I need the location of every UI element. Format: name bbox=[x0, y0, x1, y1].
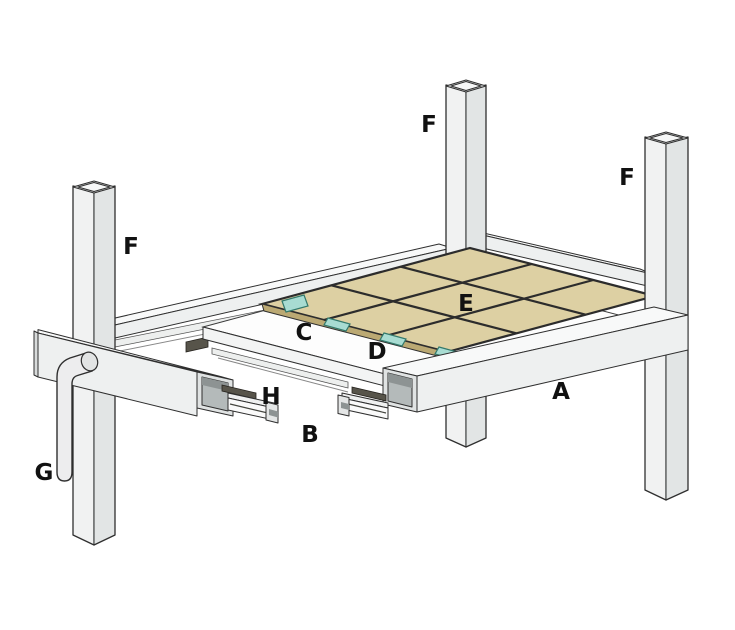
part-label-c: C bbox=[296, 320, 313, 346]
part-label-a: A bbox=[552, 379, 570, 405]
part-label-f-left: F bbox=[123, 234, 139, 260]
part-label-d: D bbox=[367, 339, 386, 365]
hanging-bar bbox=[56, 351, 99, 482]
slide-track-right bbox=[211, 347, 349, 393]
front-rail bbox=[382, 306, 689, 413]
slide-pad bbox=[351, 386, 387, 402]
part-labels: A B C D E F F F G H bbox=[35, 112, 635, 486]
part-label-e: E bbox=[458, 291, 474, 317]
part-label-g: G bbox=[35, 460, 54, 486]
slide-channel-right bbox=[337, 386, 389, 420]
slide-pad bbox=[185, 336, 209, 353]
tile-clip bbox=[379, 332, 407, 347]
tile-grout-line bbox=[331, 284, 517, 335]
part-label-f-rear: F bbox=[421, 112, 437, 138]
front-left-arm bbox=[33, 329, 234, 417]
part-label-f-right: F bbox=[619, 165, 635, 191]
tile-grout-line bbox=[400, 265, 586, 316]
tile-grout-line bbox=[323, 262, 532, 322]
tile-grout-line bbox=[385, 278, 594, 338]
bar-end-cap bbox=[80, 351, 99, 372]
tile-clip bbox=[281, 294, 309, 313]
part-label-h: H bbox=[261, 384, 280, 410]
tile-clip bbox=[323, 317, 351, 332]
part-label-b: B bbox=[301, 422, 319, 448]
slide-channel-left bbox=[221, 384, 279, 424]
